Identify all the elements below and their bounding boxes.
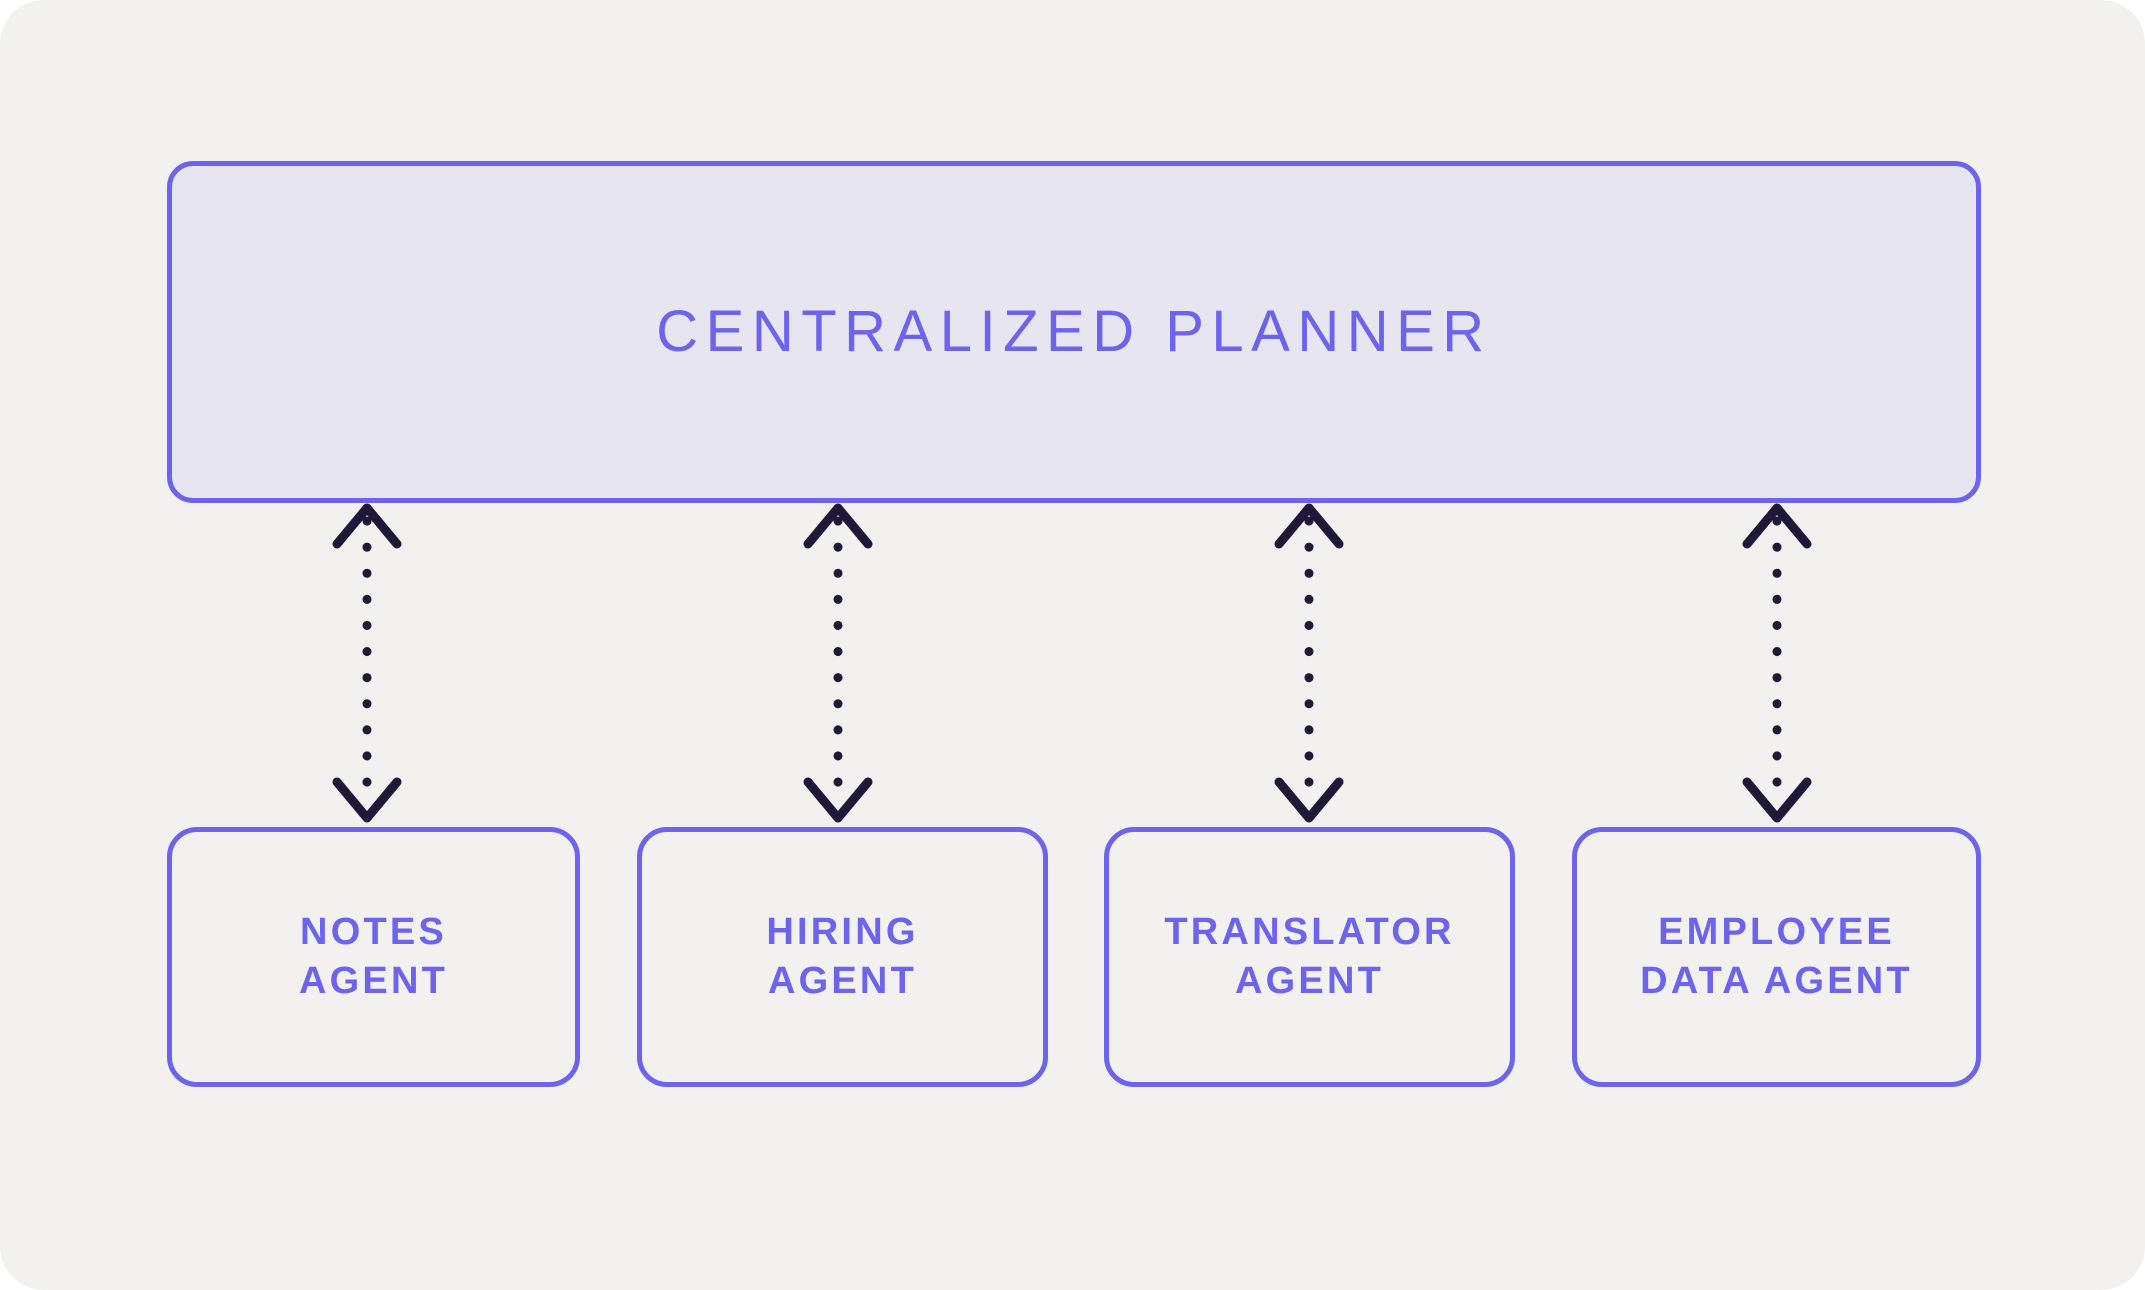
agent-node-translator[interactable]: TRANSLATOR AGENT bbox=[1104, 827, 1515, 1087]
agent-node-notes[interactable]: NOTES AGENT bbox=[167, 827, 580, 1087]
agent-label-hiring: HIRING AGENT bbox=[766, 911, 919, 1002]
connector-planner-notes-agent-arrowhead-up-icon bbox=[332, 503, 402, 549]
agent-label-translator: TRANSLATOR AGENT bbox=[1164, 911, 1455, 1002]
agent-node-employee-data[interactable]: EMPLOYEE DATA AGENT bbox=[1572, 827, 1981, 1087]
connector-planner-hiring-agent-arrowhead-down-icon bbox=[803, 777, 873, 823]
connector-planner-employee-data-agent bbox=[1742, 503, 1812, 823]
connector-planner-translator-agent-arrowhead-down-icon bbox=[1274, 777, 1344, 823]
agent-node-hiring[interactable]: HIRING AGENT bbox=[637, 827, 1048, 1087]
connector-planner-hiring-agent-arrowhead-up-icon bbox=[803, 503, 873, 549]
connector-planner-employee-data-agent-arrowhead-up-icon bbox=[1742, 503, 1812, 549]
connector-planner-notes-agent bbox=[332, 503, 402, 823]
agent-row: NOTES AGENT HIRING AGENT TRANSLATOR AGEN… bbox=[0, 827, 2145, 1087]
connector-planner-employee-data-agent-arrowhead-down-icon bbox=[1742, 777, 1812, 823]
centralized-planner-label: CENTRALIZED PLANNER bbox=[656, 299, 1492, 364]
connector-planner-translator-agent-arrowhead-up-icon bbox=[1274, 503, 1344, 549]
connector-planner-translator-agent bbox=[1274, 503, 1344, 823]
centralized-planner-node[interactable]: CENTRALIZED PLANNER bbox=[167, 161, 1981, 503]
connector-planner-notes-agent-arrowhead-down-icon bbox=[332, 777, 402, 823]
agent-label-notes: NOTES AGENT bbox=[299, 911, 448, 1002]
connector-planner-hiring-agent bbox=[803, 503, 873, 823]
agent-label-employee-data: EMPLOYEE DATA AGENT bbox=[1640, 911, 1913, 1002]
